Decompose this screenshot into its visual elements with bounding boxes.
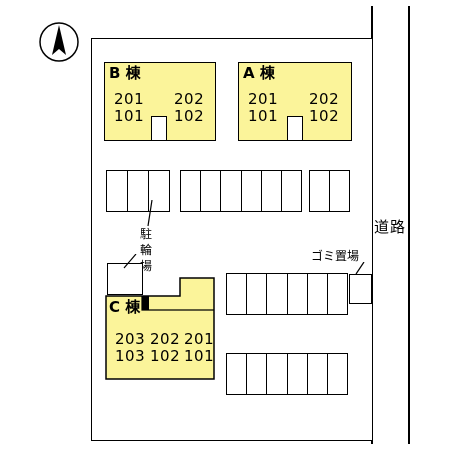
building-c-label: C 棟 — [109, 298, 141, 316]
road-edge-right — [408, 6, 410, 444]
parking-space — [267, 354, 288, 394]
bicycle-stall — [107, 171, 128, 211]
parking-row-upper-middle — [180, 170, 302, 212]
building-c-room-102: 102 — [150, 347, 181, 365]
building-b: B 棟 201 202 101 102 — [104, 62, 216, 141]
parking-space — [328, 274, 347, 314]
building-b-room-201: 201 — [114, 90, 145, 108]
parking-space — [247, 354, 268, 394]
building-b-room-102: 102 — [174, 107, 205, 125]
parking-space — [282, 171, 301, 211]
building-a-label: A 棟 — [243, 64, 275, 82]
bicycle-stall — [128, 171, 149, 211]
building-c-room-101: 101 — [184, 347, 215, 365]
building-a-room-102: 102 — [309, 107, 340, 125]
bicycle-parking-label-char-2: 輪 — [140, 243, 153, 257]
building-b-room-101: 101 — [114, 107, 145, 125]
building-c-room-201: 201 — [184, 330, 215, 348]
building-a: A 棟 201 202 101 102 — [238, 62, 352, 141]
building-c-room-203: 203 — [115, 330, 146, 348]
parking-space — [227, 354, 248, 394]
garbage-area — [349, 274, 372, 304]
parking-space — [330, 171, 349, 211]
bicycle-parking-stalls — [106, 170, 170, 212]
parking-space — [308, 274, 328, 314]
parking-row-lower-middle — [226, 273, 348, 315]
parking-space — [328, 354, 347, 394]
parking-space — [288, 354, 308, 394]
parking-space — [262, 171, 282, 211]
building-b-label: B 棟 — [109, 64, 141, 82]
bicycle-parking-label-char-3: 場 — [140, 259, 153, 273]
building-a-entrance — [287, 116, 303, 141]
parking-space — [242, 171, 262, 211]
building-c-room-103: 103 — [115, 347, 146, 365]
building-c — [105, 277, 215, 380]
north-arrow-icon — [39, 22, 79, 62]
parking-space — [310, 171, 330, 211]
parking-row-upper-right — [309, 170, 350, 212]
bicycle-parking-leader-line — [147, 200, 153, 227]
building-c-room-202: 202 — [150, 330, 181, 348]
parking-space — [308, 354, 328, 394]
garbage-area-label: ゴミ置場 — [311, 249, 360, 263]
road-label: 道路 — [374, 218, 407, 236]
parking-space — [221, 171, 242, 211]
parking-space — [247, 274, 268, 314]
building-b-entrance — [151, 116, 167, 141]
building-a-room-101: 101 — [248, 107, 279, 125]
parking-space — [227, 274, 248, 314]
parking-space — [201, 171, 222, 211]
parking-space — [267, 274, 288, 314]
bicycle-parking-label-char-1: 駐 — [140, 227, 153, 241]
parking-space — [288, 274, 308, 314]
building-b-room-202: 202 — [174, 90, 205, 108]
building-a-room-201: 201 — [248, 90, 279, 108]
building-a-room-202: 202 — [309, 90, 340, 108]
bicycle-area-leader-line — [123, 254, 137, 269]
parking-row-bottom — [226, 353, 348, 395]
bicycle-area-c — [107, 263, 143, 295]
parking-space — [181, 171, 202, 211]
garbage-leader-line — [355, 262, 365, 275]
